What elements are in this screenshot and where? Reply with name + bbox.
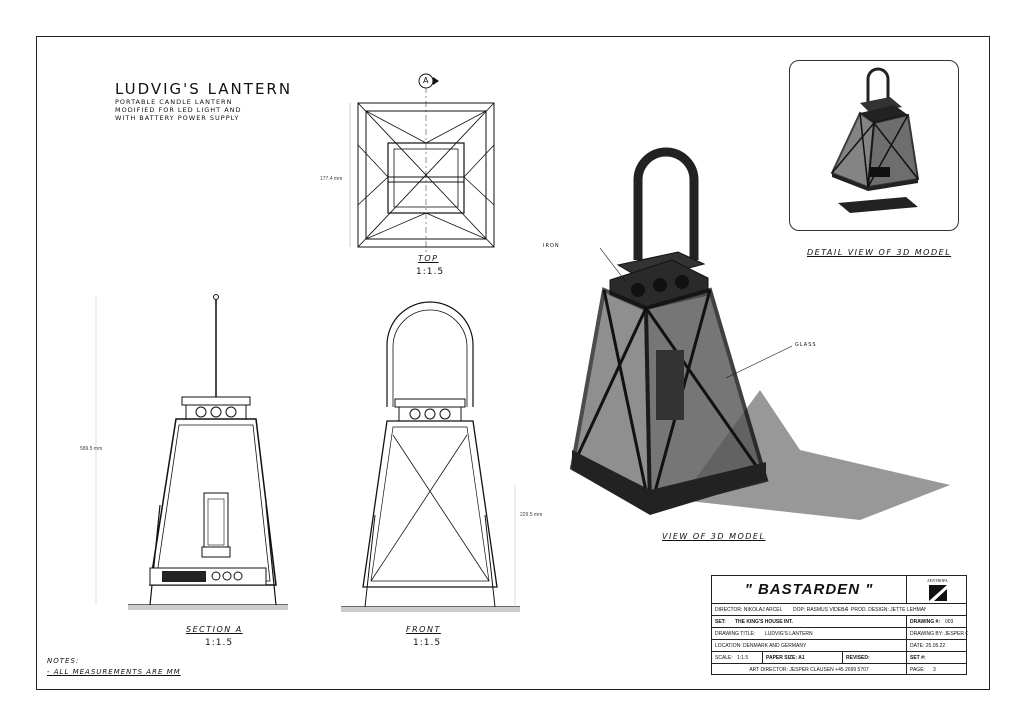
model-3d-render bbox=[569, 147, 950, 520]
credits-row: DIRECTOR: NIKOLAJ ARCEL DOP: RASMUS VIDE… bbox=[712, 603, 966, 615]
prod-design-credit: PROD. DESIGN: JETTE LEHMANN bbox=[851, 606, 926, 613]
scale-row: SCALE: 1:1.5 PAPER SIZE: A1 REVISED: SET… bbox=[712, 651, 966, 663]
notes-heading: NOTES: bbox=[47, 657, 80, 665]
studio-logo: ZENTROPA bbox=[906, 576, 968, 603]
front-view-scale: 1:1.5 bbox=[413, 638, 442, 648]
section-view-dimension: 589.5 mm bbox=[80, 446, 103, 452]
scale-label: SCALE: bbox=[715, 654, 733, 661]
callout-iron: IRON bbox=[543, 243, 560, 249]
logo-mark-icon bbox=[929, 585, 947, 601]
callout-glass: GLASS bbox=[795, 342, 817, 348]
art-director: ART DIRECTOR: JESPER CLAUSEN +45 2699 57… bbox=[749, 666, 869, 673]
set-label: SET: bbox=[715, 618, 726, 625]
top-view-label: TOP bbox=[418, 254, 439, 263]
section-view-drawing bbox=[95, 294, 288, 610]
page-number: 3 bbox=[933, 666, 936, 673]
drawing-number: 003 bbox=[945, 618, 954, 625]
top-view-marker: A bbox=[423, 76, 430, 85]
drawing-number-label: DRAWING #: bbox=[906, 616, 942, 627]
paper-size: PAPER SIZE: A1 bbox=[762, 652, 842, 663]
project-title: " BASTARDEN " bbox=[744, 581, 874, 598]
front-view-dimension: 229.5 mm bbox=[520, 512, 543, 518]
drawing-title: LUDVIG'S LANTERN bbox=[115, 80, 293, 98]
detail-view-label: DETAIL VIEW OF 3D MODEL bbox=[807, 248, 952, 257]
set-value: THE KING'S HOUSE INT. bbox=[735, 618, 793, 625]
date: DATE: 25.05.22 bbox=[906, 640, 968, 651]
director-credit: DIRECTOR: NIKOLAJ ARCEL bbox=[715, 606, 783, 613]
set-row: SET: THE KING'S HOUSE INT. DRAWING #: 00… bbox=[712, 615, 966, 627]
dop-credit: DOP: RASMUS VIDEBÆK bbox=[793, 606, 848, 613]
location-row: LOCATION: DENMARK AND GERMANY DATE: 25.0… bbox=[712, 639, 966, 651]
scale-value: 1:1.5 bbox=[737, 654, 749, 661]
drawing-border bbox=[36, 36, 990, 690]
front-view-drawing bbox=[341, 301, 520, 612]
revised: REVISED: bbox=[842, 652, 906, 663]
drawing-subtitle: PORTABLE CANDLE LANTERN MODIFIED FOR LED… bbox=[115, 98, 242, 122]
detail-view-frame bbox=[789, 60, 959, 231]
top-view-dimension: 177.4 mm bbox=[320, 176, 343, 182]
logo-text: ZENTROPA bbox=[927, 578, 948, 583]
title-block: " BASTARDEN " ZENTROPA DIRECTOR: NIKOLAJ… bbox=[711, 575, 968, 675]
section-view-label: SECTION A bbox=[186, 625, 243, 634]
drawing-title-value: LUDVIG'S LANTERN bbox=[765, 630, 813, 637]
drawing-title-label: DRAWING TITLE: bbox=[715, 630, 756, 637]
drawing-title-row: DRAWING TITLE: LUDVIG'S LANTERN DRAWING … bbox=[712, 627, 968, 639]
top-view-scale: 1:1.5 bbox=[416, 267, 445, 277]
model-view-label: VIEW OF 3D MODEL bbox=[662, 532, 766, 541]
set-number: SET #: bbox=[906, 652, 968, 663]
art-director-row: ART DIRECTOR: JESPER CLAUSEN +45 2699 57… bbox=[712, 663, 966, 675]
drawn-by: DRAWING BY: JESPER C. bbox=[906, 628, 968, 639]
notes-item: - ALL MEASUREMENTS ARE MM bbox=[47, 668, 181, 676]
detail-3d-render bbox=[830, 67, 920, 213]
front-view-label: FRONT bbox=[406, 625, 441, 634]
page-label: PAGE: bbox=[906, 664, 930, 675]
top-view-drawing bbox=[349, 73, 495, 255]
location: LOCATION: DENMARK AND GERMANY bbox=[715, 642, 807, 649]
section-view-scale: 1:1.5 bbox=[205, 638, 234, 648]
